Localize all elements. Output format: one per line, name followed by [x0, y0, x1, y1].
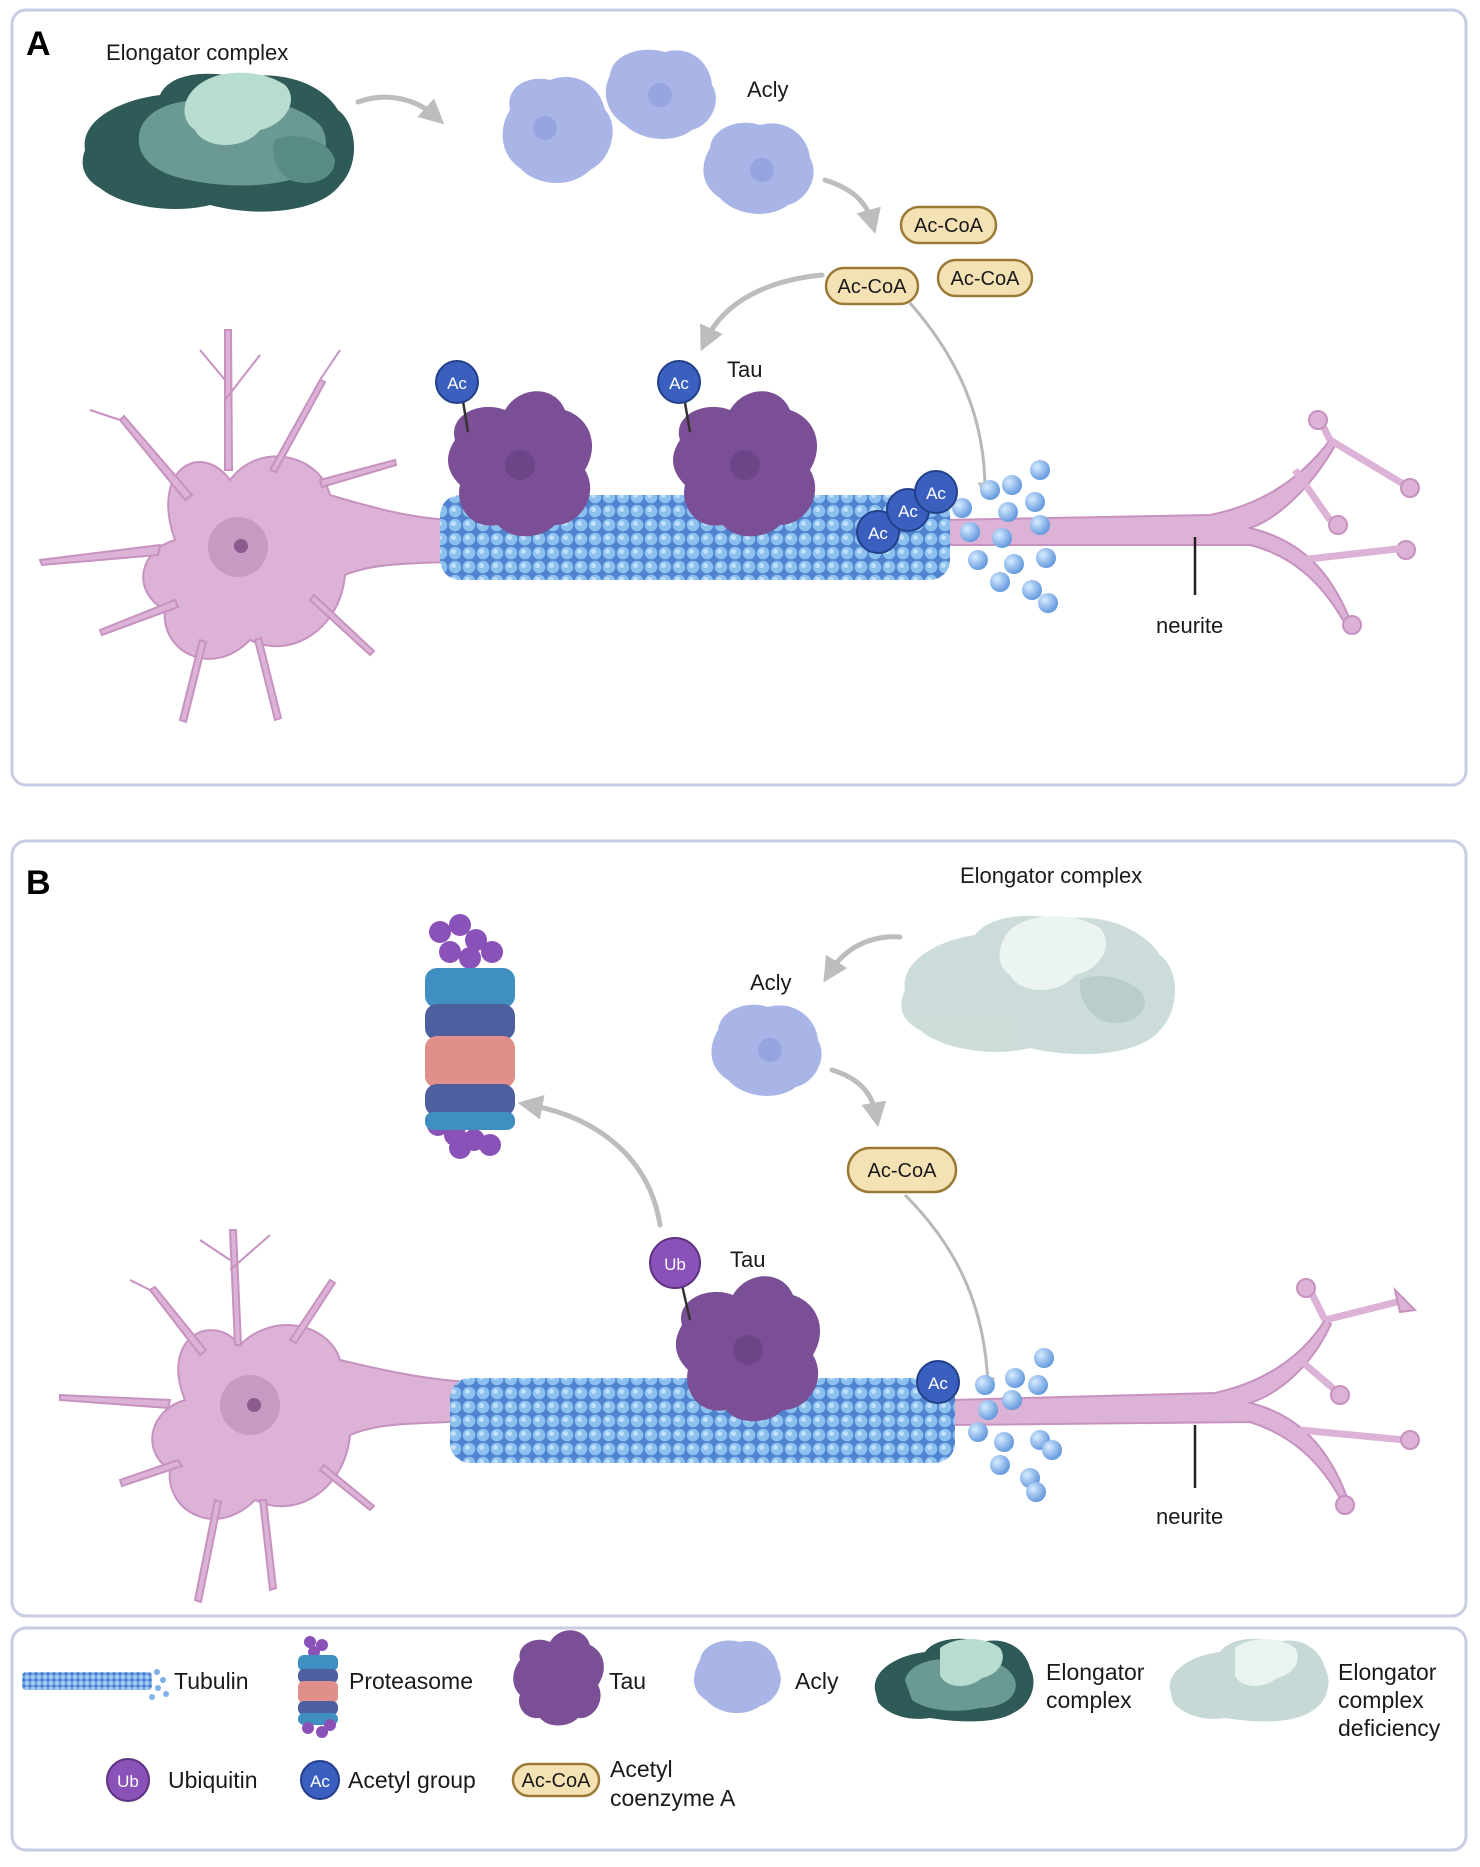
svg-text:Ac-CoA: Ac-CoA [522, 1770, 592, 1792]
legend-elongator-def-label-1: Elongator [1338, 1659, 1437, 1685]
legend: Tubulin Proteasome Tau Acly Elongator co… [10, 1626, 1468, 1852]
legend-elongator-label-2: complex [1046, 1687, 1132, 1713]
legend-ubiquitin-icon: Ub [106, 1758, 150, 1802]
legend-ubiquitin-label: Ubiquitin [168, 1767, 258, 1793]
arrow-acly-to-coa-a [822, 177, 881, 235]
legend-acly-icon [693, 1640, 781, 1714]
legend-tau-icon [513, 1630, 604, 1726]
ub-badge-b: Ub [649, 1237, 701, 1289]
svg-text:Ac-CoA: Ac-CoA [914, 215, 984, 237]
neurite-label-a: neurite [1156, 613, 1223, 638]
coa-pill-b: Ac-CoA [846, 1146, 958, 1194]
coa-pill-a1: Ac-CoA [899, 205, 998, 245]
proteasome-b [425, 914, 515, 1159]
free-tubulin-a [952, 460, 1058, 613]
elongator-label-a: Elongator complex [106, 40, 288, 65]
acly-group-a [502, 49, 814, 214]
neurite-label-b: neurite [1156, 1504, 1223, 1529]
legend-acetyl-icon: Ac [300, 1760, 340, 1800]
arrow-coa-to-tubulin-b [903, 1193, 996, 1393]
arrow-acly-to-coa-b [829, 1067, 887, 1128]
svg-text:Ac: Ac [926, 484, 946, 503]
elongator-complex-a [82, 72, 355, 212]
ac-badge-a3: Ac [856, 510, 900, 554]
ac-badge-a2: Ac [657, 360, 701, 404]
panel-b-letter: B [26, 864, 51, 902]
svg-text:Ac: Ac [868, 524, 888, 543]
microtubule-b [450, 1378, 955, 1463]
coa-pill-a2: Ac-CoA [824, 266, 920, 306]
legend-acly-label: Acly [795, 1668, 839, 1694]
svg-text:Ac: Ac [898, 502, 918, 521]
acly-label-a: Acly [747, 77, 789, 102]
tau-label-b: Tau [730, 1247, 765, 1272]
coa-pill-a3: Ac-CoA [936, 258, 1034, 298]
legend-coa-icon: Ac-CoA [511, 1762, 601, 1798]
svg-text:Ac-CoA: Ac-CoA [838, 276, 908, 298]
svg-text:Ac: Ac [310, 1772, 330, 1791]
legend-proteasome-label: Proteasome [349, 1668, 473, 1694]
legend-acetyl-label: Acetyl group [348, 1767, 476, 1793]
tau-a1 [448, 391, 593, 537]
free-tubulin-b [968, 1348, 1062, 1502]
svg-text:Ub: Ub [117, 1772, 139, 1791]
legend-elongator-deficiency-icon [1169, 1638, 1329, 1722]
svg-text:Ac-CoA: Ac-CoA [951, 268, 1021, 290]
legend-elongator-icon [874, 1638, 1034, 1722]
panel-a: A Elongator complex Acly Ac-CoA A [10, 8, 1468, 787]
tau-label-a: Tau [727, 357, 762, 382]
svg-text:Ub: Ub [664, 1255, 686, 1274]
arrow-elongator-to-acly-b [823, 934, 903, 983]
legend-tubulin-label: Tubulin [174, 1668, 249, 1694]
neuron-b [59, 1229, 1420, 1604]
arrow-coa-to-tau-a [700, 272, 825, 352]
acly-label-b: Acly [750, 970, 792, 995]
svg-text:Ac: Ac [447, 374, 467, 393]
legend-tubulin-icon [22, 1669, 169, 1700]
neuron-a [38, 329, 1420, 724]
arrow-coa-to-tubulin-a [908, 302, 993, 498]
arrow-tau-to-proteasome-b [517, 1094, 663, 1228]
legend-elongator-def-label-3: deficiency [1338, 1715, 1441, 1741]
svg-text:Ac: Ac [928, 1374, 948, 1393]
ac-badge-a5: Ac [914, 470, 958, 514]
panel-a-letter: A [26, 25, 51, 63]
tau-b [675, 1276, 821, 1422]
legend-acetyl-coa-label-1: Acetyl [610, 1756, 673, 1782]
arrow-elongator-to-acly-a [355, 94, 445, 125]
acly-b [711, 1004, 822, 1096]
legend-elongator-def-label-2: complex [1338, 1687, 1424, 1713]
elongator-label-b: Elongator complex [960, 863, 1142, 888]
legend-tau-label: Tau [609, 1668, 646, 1694]
tau-a2 [673, 391, 818, 537]
svg-text:Ac-CoA: Ac-CoA [868, 1160, 938, 1182]
ac-badge-a1: Ac [435, 360, 479, 404]
legend-elongator-label-1: Elongator [1046, 1659, 1145, 1685]
legend-proteasome-icon [298, 1636, 338, 1738]
elongator-complex-b [901, 915, 1175, 1055]
panel-b: B Elongator complex Acly Ac-CoA [10, 839, 1468, 1618]
ac-badge-b: Ac [916, 1360, 960, 1404]
legend-acetyl-coa-label-2: coenzyme A [610, 1785, 736, 1811]
svg-text:Ac: Ac [669, 374, 689, 393]
